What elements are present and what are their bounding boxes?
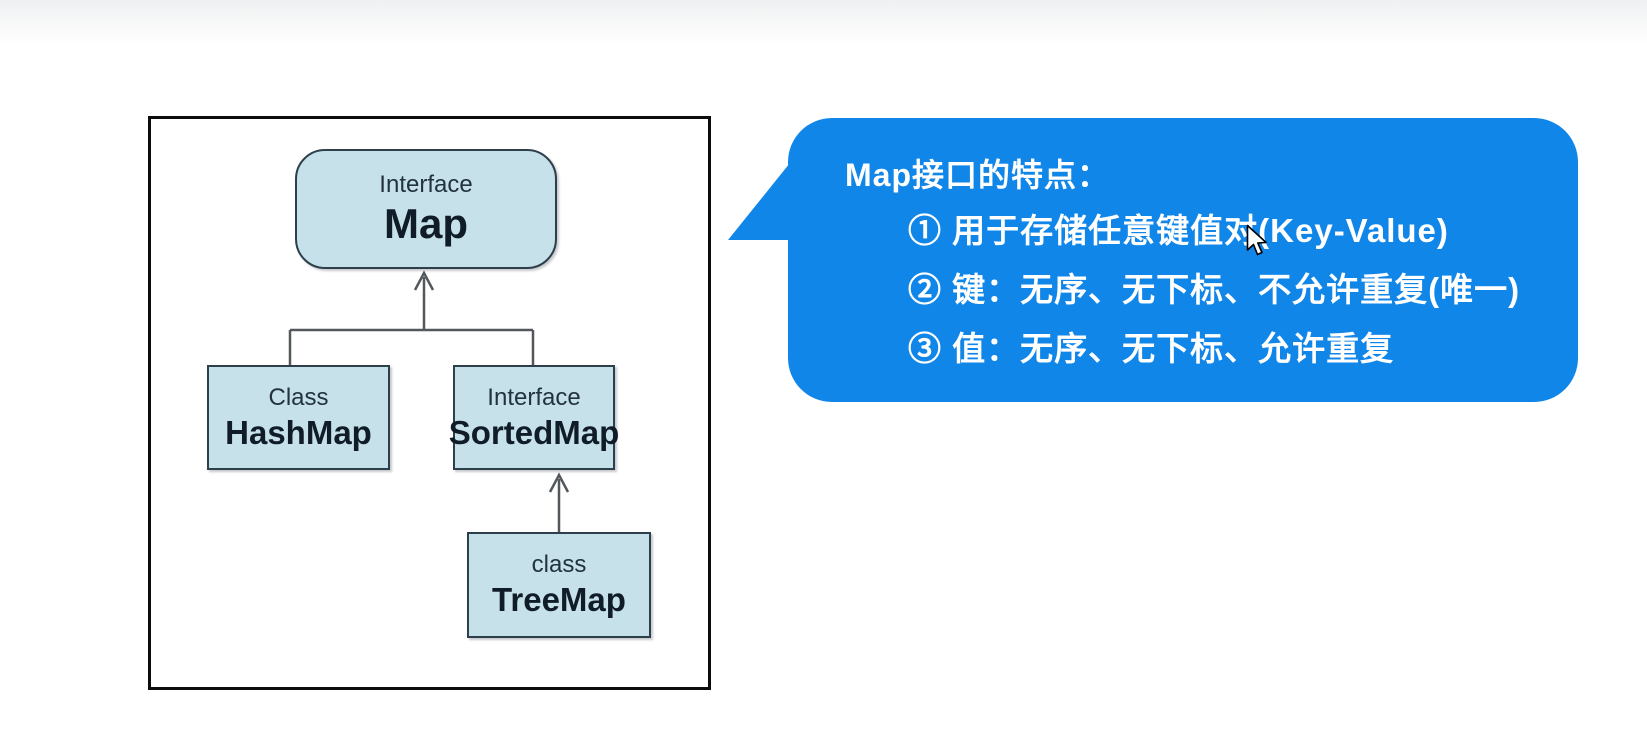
node-stereotype: class: [531, 551, 587, 578]
node-name: HashMap: [225, 413, 372, 451]
callout-item-1: ① 用于存储任意键值对(Key-Value): [908, 212, 1449, 249]
node-map-interface: Interface Map: [295, 149, 557, 269]
callout-item-3: ③ 值：无序、无下标、允许重复: [908, 330, 1395, 367]
node-hashmap-class: Class HashMap: [207, 365, 390, 470]
map-features-callout: Map接口的特点： ① 用于存储任意键值对(Key-Value) ② 键：无序、…: [788, 118, 1578, 402]
node-stereotype: Interface: [487, 383, 581, 411]
node-name: TreeMap: [492, 581, 626, 618]
callout-item-2: ② 键：无序、无下标、不允许重复(唯一): [908, 271, 1521, 308]
callout-title: Map接口的特点：: [845, 157, 1111, 193]
node-stereotype: Class: [268, 383, 329, 411]
node-name: SortedMap: [448, 413, 620, 451]
node-treemap-class: class TreeMap: [467, 532, 651, 638]
node-name: Map: [384, 200, 468, 247]
top-gradient: [0, 0, 1647, 44]
node-stereotype: Interface: [379, 171, 473, 198]
node-sortedmap-interface: Interface SortedMap: [449, 365, 619, 470]
